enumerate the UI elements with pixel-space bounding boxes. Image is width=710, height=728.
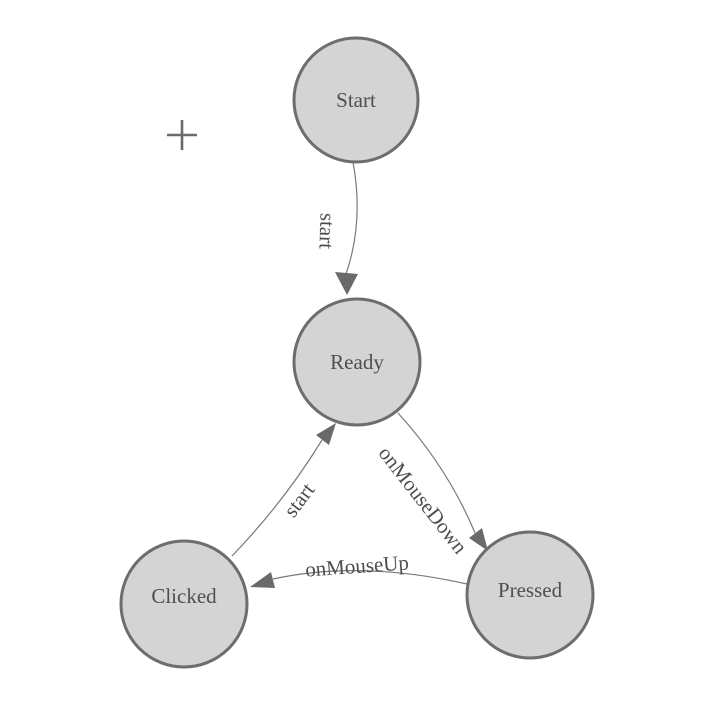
state-label: Pressed [498, 578, 563, 602]
plus-icon[interactable] [167, 120, 197, 150]
edge-label-onmouseup: onMouseUp [304, 550, 409, 581]
edge-pressed-to-clicked: onMouseUp [250, 550, 468, 588]
state-circle [292, 36, 420, 164]
state-label: Start [336, 88, 376, 112]
edge-start-to-ready: start [314, 161, 358, 295]
state-node-start[interactable]: Start [292, 36, 420, 164]
edge-clicked-to-ready-path[interactable] [231, 439, 323, 557]
state-label: Clicked [151, 584, 217, 608]
state-node-clicked[interactable]: Clicked [119, 539, 249, 669]
edge-label-start-top: start [314, 213, 339, 250]
edge-start-to-ready-path[interactable] [345, 161, 358, 275]
state-circle [292, 297, 422, 427]
arrowhead-icon [335, 272, 358, 295]
edge-label-onmousedown: onMouseDown [374, 442, 473, 559]
state-circle [119, 539, 249, 669]
arrowhead-icon [250, 572, 275, 588]
state-circle [465, 530, 595, 660]
state-node-ready[interactable]: Ready [292, 297, 422, 427]
arrowhead-icon [469, 528, 488, 551]
state-label: Ready [330, 350, 384, 374]
edge-clicked-to-ready: start [231, 423, 336, 557]
state-node-pressed[interactable]: Pressed [465, 530, 595, 660]
edge-pressed-to-clicked-path[interactable] [272, 570, 468, 585]
arrowhead-icon [316, 423, 336, 445]
edge-ready-to-pressed-path[interactable] [397, 412, 476, 534]
edge-ready-to-pressed: onMouseDown [374, 412, 488, 559]
edge-label-start-diagonal: start [279, 478, 320, 521]
